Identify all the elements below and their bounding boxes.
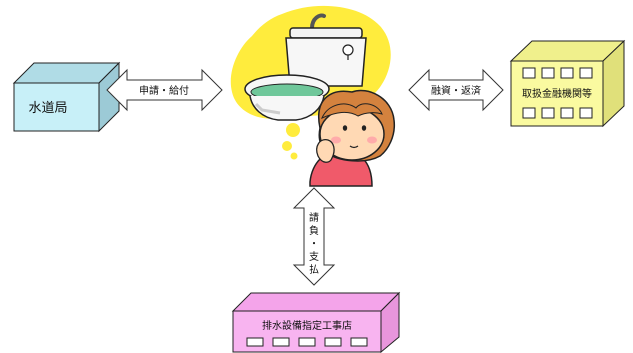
thought-bubble-dot-medium [282, 141, 292, 151]
vertical-arrow-char-2: 負 [309, 225, 319, 237]
water-bureau-box: 水道局 [14, 63, 119, 131]
financial-institution-building: 取扱金融機関等 [511, 41, 624, 126]
right-double-arrow: 融資・返済 [409, 70, 503, 110]
financial-institution-label: 取扱金融機関等 [522, 87, 592, 100]
contractor-label: 排水設備指定工事店 [262, 319, 352, 332]
person-hand [317, 140, 334, 163]
flush-lever-icon [343, 45, 353, 55]
water-bureau-label: 水道局 [28, 101, 67, 116]
person-eye-right [362, 125, 366, 131]
vertical-arrow-char-5: 払 [309, 263, 319, 276]
person-thinking-of-toilet-illustration [231, 6, 395, 186]
vertical-arrow-char-4: 支 [309, 251, 319, 263]
left-arrow-label: 申請・給付 [139, 84, 189, 97]
thought-bubble-dot-large [286, 123, 300, 137]
person-cheek-right [367, 137, 377, 144]
contractor-building-top [233, 293, 399, 311]
person-eye-left [343, 125, 347, 131]
vertical-double-arrow: 請 負 ・ 支 払 [294, 188, 334, 285]
contractor-building: 排水設備指定工事店 [233, 293, 399, 352]
right-arrow-label: 融資・返済 [431, 84, 481, 97]
vertical-arrow-char-3: ・ [309, 239, 319, 250]
person [310, 90, 394, 186]
vertical-arrow-char-1: 請 [309, 211, 319, 224]
left-double-arrow: 申請・給付 [107, 70, 222, 110]
thought-bubble-dot-small [291, 153, 298, 160]
